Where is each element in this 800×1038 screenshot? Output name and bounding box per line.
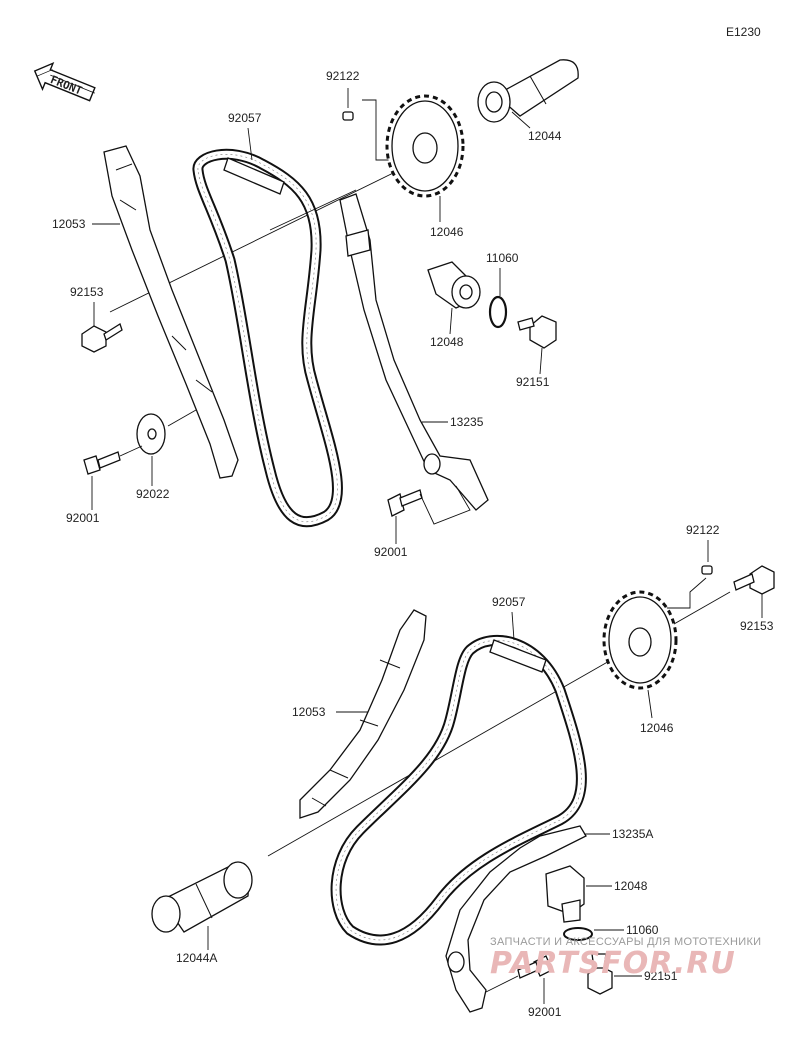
watermark-brand-b: FOR.RU <box>601 946 736 981</box>
bolt-92153-top <box>81 323 123 353</box>
label-92122-top: 92122 <box>326 69 360 83</box>
bolt-92001-bottom <box>485 955 553 993</box>
label-12044A: 12044A <box>176 951 217 965</box>
bolt-92153-bottom <box>733 565 775 595</box>
label-92122-bottom: 92122 <box>686 523 720 537</box>
bolt-92001-top-left <box>83 445 143 475</box>
label-92001-top-left: 92001 <box>66 511 100 525</box>
label-92153-top: 92153 <box>70 285 104 299</box>
watermark-tagline: ЗАПЧАСТИ И АКСЕССУАРЫ ДЛЯ МОТОТЕХНИКИ <box>490 936 762 948</box>
label-12048-top: 12048 <box>430 335 464 349</box>
front-arrow-icon: FRONT <box>33 61 96 102</box>
label-92022: 92022 <box>136 487 170 501</box>
label-12046-top: 12046 <box>430 225 464 239</box>
watermark: ЗАПЧАСТИ И АКСЕССУАРЫ ДЛЯ МОТОТЕХНИКИ PA… <box>490 936 790 981</box>
washer-11060-bottom <box>563 927 593 941</box>
tensioner-12048-top <box>427 261 481 309</box>
washer-11060-top <box>488 295 508 329</box>
chain-guide-12053-bottom <box>299 609 427 819</box>
label-11060-bottom: 11060 <box>626 923 659 937</box>
chain-92057-bottom <box>330 634 587 946</box>
label-92057-bottom: 92057 <box>492 595 526 609</box>
label-92151-bottom: 92151 <box>644 969 678 983</box>
watermark-brand: PARTSFOR.RU <box>490 946 790 981</box>
label-92001-top-right: 92001 <box>374 545 408 559</box>
camshaft-12044 <box>477 59 579 123</box>
label-12046-bottom: 12046 <box>640 721 674 735</box>
bolt-92151-top <box>517 315 557 349</box>
sprocket-12046-bottom <box>602 590 678 690</box>
tensioner-guide-13235 <box>339 193 489 511</box>
bolt-92151-bottom <box>587 953 613 995</box>
label-12048-bottom: 12048 <box>614 879 648 893</box>
pin-92122-bottom <box>660 565 713 609</box>
chain-guide-12053-top <box>103 145 239 479</box>
label-12044: 12044 <box>528 129 562 143</box>
camshaft-12044A <box>151 861 253 933</box>
label-12053-bottom: 12053 <box>292 705 326 719</box>
label-92151-top: 92151 <box>516 375 550 389</box>
diagram-code: E1230 <box>726 25 761 39</box>
tensioner-12048-bottom <box>545 865 585 923</box>
watermark-brand-a: PARTS <box>490 946 602 981</box>
label-12053-top: 12053 <box>52 217 86 231</box>
label-11060-top: 11060 <box>486 251 519 265</box>
label-92153-bottom: 92153 <box>740 619 774 633</box>
label-13235A: 13235A <box>612 827 653 841</box>
label-92057-top: 92057 <box>228 111 262 125</box>
label-92001-bottom: 92001 <box>528 1005 562 1019</box>
label-13235: 13235 <box>450 415 484 429</box>
chain-92057-top <box>192 148 343 528</box>
bolt-92001-top-right <box>387 485 471 525</box>
sprocket-12046-top <box>385 94 465 198</box>
tensioner-guide-13235A <box>445 825 587 1013</box>
washer-92022 <box>136 413 166 455</box>
